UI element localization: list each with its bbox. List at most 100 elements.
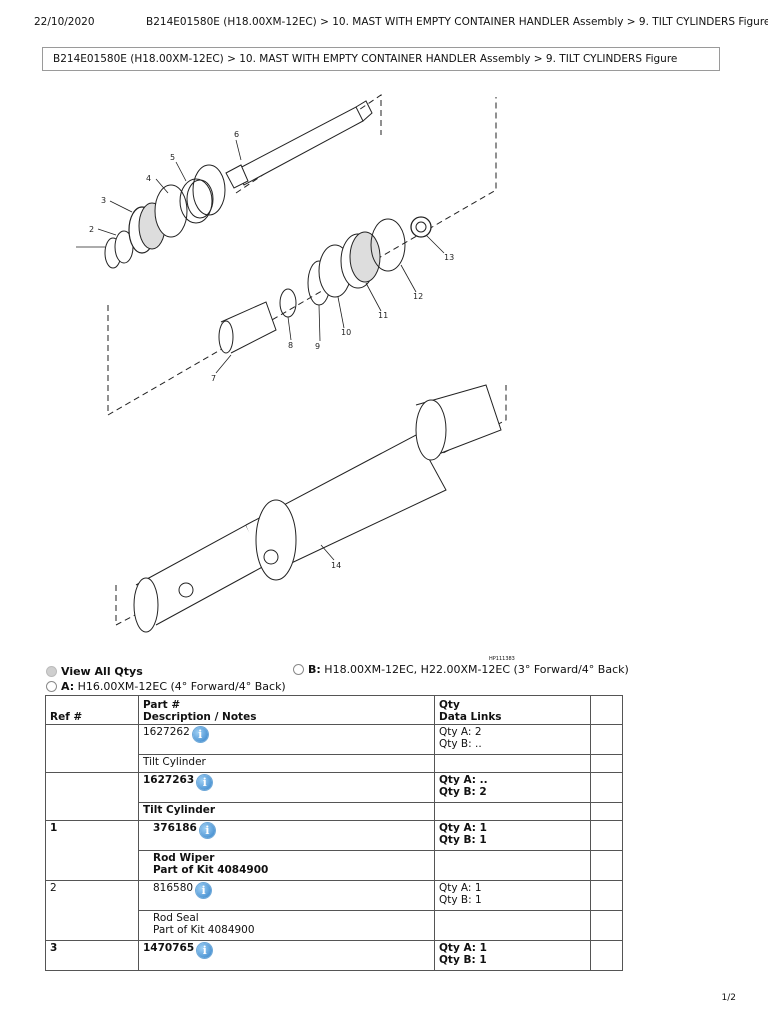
tilt-cylinder-exploded-figure: 1 2 3 4 5 6 7 8 9 10 11 12 13 14 bbox=[76, 94, 507, 633]
ref-cell: 3 bbox=[45, 940, 139, 971]
extra-cell bbox=[590, 880, 623, 911]
qty-a-value: 1 bbox=[479, 942, 487, 954]
extra-cell bbox=[590, 754, 623, 773]
extra-cell bbox=[590, 724, 623, 755]
ref-cell bbox=[45, 772, 139, 821]
info-icon[interactable]: i bbox=[192, 727, 208, 742]
figure-id: HP111383 bbox=[489, 656, 515, 662]
callout-14: 14 bbox=[331, 561, 341, 570]
qty-b-value: 1 bbox=[479, 834, 487, 846]
callout-3: 3 bbox=[101, 196, 106, 205]
part-number[interactable]: 1627263 bbox=[143, 774, 195, 786]
qty-a-value: 1 bbox=[474, 882, 482, 894]
qty-b-label: Qty B: bbox=[439, 738, 472, 750]
col-ref: Ref # bbox=[45, 695, 139, 725]
qty-a-value: 2 bbox=[474, 726, 482, 738]
qty-b-label: Qty B: bbox=[439, 894, 472, 906]
breadcrumb: B214E01580E (H18.00XM-12EC) > 10. MAST W… bbox=[42, 47, 720, 71]
qty-a-label: Qty A: bbox=[439, 882, 472, 894]
callout-9: 9 bbox=[315, 342, 320, 351]
callout-10: 10 bbox=[341, 328, 351, 337]
extra-cell bbox=[590, 820, 623, 851]
qty-a-label: Qty A: bbox=[439, 774, 476, 786]
col-desc-label: Description / Notes bbox=[143, 711, 257, 723]
option-a[interactable]: A: H16.00XM-12EC (4° Forward/4° Back) bbox=[46, 680, 286, 693]
callout-13: 13 bbox=[444, 253, 454, 262]
part-number[interactable]: 1627262 bbox=[143, 726, 190, 738]
qty-b-value: 2 bbox=[479, 786, 487, 798]
qty-b-value: .. bbox=[475, 738, 482, 750]
qty-a-label: Qty A: bbox=[439, 726, 472, 738]
col-links-label: Data Links bbox=[439, 711, 502, 723]
ref-cell bbox=[45, 724, 139, 773]
col-part-label: Part # bbox=[143, 699, 181, 711]
desc-note: Part of Kit 4084900 bbox=[153, 924, 255, 936]
option-a-text: H16.00XM-12EC (4° Forward/4° Back) bbox=[77, 680, 286, 693]
table-row-desc: Tilt Cylinder bbox=[46, 802, 623, 821]
qty-a-value: .. bbox=[479, 774, 488, 786]
callout-7: 7 bbox=[211, 374, 216, 383]
qty-b-value: 1 bbox=[475, 894, 482, 906]
info-icon[interactable]: i bbox=[197, 943, 213, 958]
quantity-view-options: View All Qtys B: H18.00XM-12EC, H22.00XM… bbox=[46, 662, 726, 694]
extra-cell bbox=[590, 910, 623, 941]
qty-a-label: Qty A: bbox=[439, 942, 476, 954]
desc-cell: Tilt Cylinder bbox=[138, 802, 435, 821]
info-icon[interactable]: i bbox=[199, 823, 215, 838]
option-a-label: A: bbox=[61, 680, 75, 693]
info-icon[interactable]: i bbox=[197, 775, 213, 790]
callout-2: 2 bbox=[89, 225, 94, 234]
ref-cell: 2 bbox=[45, 880, 139, 941]
extra-cell bbox=[590, 940, 623, 971]
part-number[interactable]: 1470765 bbox=[143, 942, 195, 954]
callout-4: 4 bbox=[146, 174, 151, 183]
part-number[interactable]: 816580 bbox=[153, 882, 194, 894]
ref-cell: 1 bbox=[45, 820, 139, 881]
col-part: Part #Description / Notes bbox=[138, 695, 435, 725]
print-title: B214E01580E (H18.00XM-12EC) > 10. MAST W… bbox=[146, 16, 768, 28]
desc-cell: Tilt Cylinder bbox=[138, 754, 435, 773]
desc-text: Rod Wiper bbox=[153, 852, 215, 864]
col-ref-label: Ref # bbox=[50, 711, 83, 723]
option-b-label: B: bbox=[308, 663, 321, 676]
empty-cell bbox=[434, 850, 591, 881]
col-qty-label: Qty bbox=[439, 699, 460, 711]
qty-a-value: 1 bbox=[479, 822, 487, 834]
qty-b-label: Qty B: bbox=[439, 834, 476, 846]
info-icon[interactable]: i bbox=[196, 883, 212, 898]
callout-11: 11 bbox=[378, 311, 388, 320]
view-all-option[interactable]: View All Qtys bbox=[46, 665, 143, 678]
option-b-text: H18.00XM-12EC, H22.00XM-12EC (3° Forward… bbox=[324, 663, 629, 676]
view-all-radio[interactable] bbox=[46, 666, 57, 677]
callout-6: 6 bbox=[234, 130, 239, 139]
desc-note: Part of Kit 4084900 bbox=[153, 864, 269, 876]
view-all-label: View All Qtys bbox=[61, 665, 143, 678]
page-number: 1/2 bbox=[721, 993, 736, 1003]
part-number[interactable]: 376186 bbox=[153, 822, 197, 834]
qty-b-label: Qty B: bbox=[439, 786, 476, 798]
option-a-radio[interactable] bbox=[46, 681, 57, 692]
qty-b-label: Qty B: bbox=[439, 954, 476, 966]
option-b[interactable]: B: H18.00XM-12EC, H22.00XM-12EC (3° Forw… bbox=[293, 663, 629, 676]
table-row-desc: Tilt Cylinder bbox=[46, 754, 623, 773]
option-b-radio[interactable] bbox=[293, 664, 304, 675]
callout-12: 12 bbox=[413, 292, 423, 301]
